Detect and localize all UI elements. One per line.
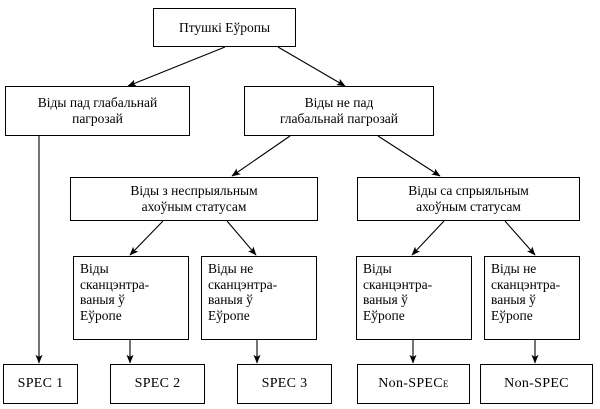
node-not-concentrated-europe-unfav-label: Віды не сканцэнтра- ваныя ў Еўропе xyxy=(208,261,278,323)
node-concentrated-europe-unfav-label: Віды сканцэнтра- ваныя ў Еўропе xyxy=(80,261,150,323)
node-concentrated-europe-fav-label: Віды сканцэнтра- ваныя ў Еўропе xyxy=(363,261,433,323)
node-non-spec[interactable]: Non-SPEC xyxy=(480,364,593,404)
edge-unfavourable-to-concentrated xyxy=(129,220,164,256)
node-spec-2[interactable]: SPEC 2 xyxy=(110,364,205,404)
edge-favourable-to-concentrated xyxy=(411,220,445,256)
edge-favourable-to-not-concentrated xyxy=(504,220,536,256)
node-not-concentrated-europe-fav-label: Віды не сканцэнтра- ваныя ў Еўропе xyxy=(491,261,561,323)
edge-not-globally-threatened-to-unfavourable xyxy=(231,135,291,177)
node-globally-threatened[interactable]: Віды пад глабальнай пагрозай xyxy=(5,86,190,136)
node-non-spec-label: Non-SPEC xyxy=(504,375,569,391)
node-root[interactable]: Птушкі Еўропы xyxy=(153,8,296,47)
node-favourable-status-label: Віды са спрыяльным ахоўным статусам xyxy=(408,183,529,214)
node-root-label: Птушкі Еўропы xyxy=(178,19,271,35)
edge-not-globally-threatened-to-favourable xyxy=(377,135,441,177)
node-concentrated-europe-fav[interactable]: Віды сканцэнтра- ваныя ў Еўропе xyxy=(356,256,472,340)
node-not-globally-threatened[interactable]: Віды не пад глабальнай пагрозай xyxy=(244,86,434,136)
node-spec-3[interactable]: SPEC 3 xyxy=(237,364,332,404)
node-not-concentrated-europe-unfav[interactable]: Віды не сканцэнтра- ваныя ў Еўропе xyxy=(201,256,317,340)
node-spec-1[interactable]: SPEC 1 xyxy=(3,364,78,404)
node-spec-1-label: SPEC 1 xyxy=(17,375,64,391)
node-spec-2-label: SPEC 2 xyxy=(134,375,181,391)
node-globally-threatened-label: Віды пад глабальнай пагрозай xyxy=(37,95,158,126)
node-concentrated-europe-unfav[interactable]: Віды сканцэнтра- ваныя ў Еўропе xyxy=(73,256,189,340)
node-favourable-status[interactable]: Віды са спрыяльным ахоўным статусам xyxy=(357,177,580,221)
node-not-concentrated-europe-fav[interactable]: Віды не сканцэнтра- ваныя ў Еўропе xyxy=(484,256,580,340)
node-unfavourable-status-label: Віды з неспрыяльным ахоўным статусам xyxy=(130,183,258,214)
node-spec-3-label: SPEC 3 xyxy=(261,375,308,391)
node-non-spec-e-label: Non-SPEC xyxy=(378,375,443,391)
node-unfavourable-status[interactable]: Віды з неспрыяльным ахоўным статусам xyxy=(70,177,318,221)
edge-root-to-globally-threatened xyxy=(127,46,226,87)
edge-unfavourable-to-not-concentrated xyxy=(226,220,257,256)
node-not-globally-threatened-label: Віды не пад глабальнай пагрозай xyxy=(279,95,399,126)
edge-root-to-not-globally-threatened xyxy=(277,46,346,87)
